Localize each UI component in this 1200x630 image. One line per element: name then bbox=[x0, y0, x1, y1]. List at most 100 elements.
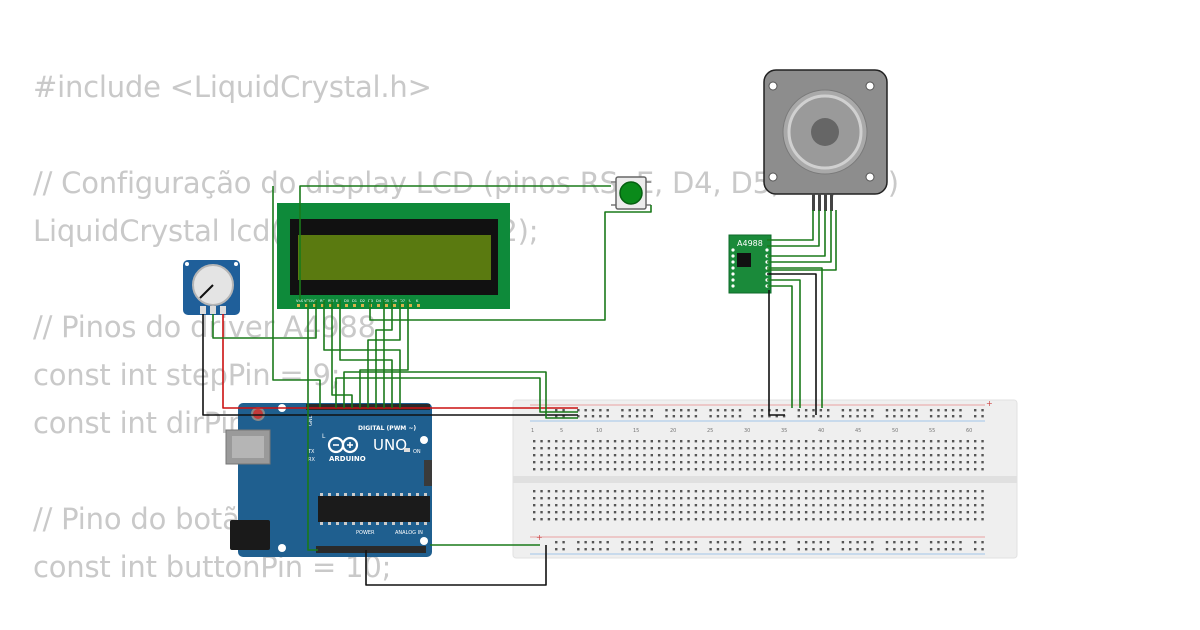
breadboard-hole bbox=[591, 454, 595, 457]
breadboard-hole bbox=[591, 490, 595, 493]
wire-lcd-e[interactable] bbox=[339, 300, 393, 408]
breadboard-hole bbox=[657, 454, 661, 457]
rail-hole bbox=[981, 409, 984, 412]
breadboard-hole bbox=[827, 468, 830, 471]
breadboard-hole bbox=[613, 490, 617, 493]
chip-pin bbox=[416, 493, 419, 496]
wire-lcd-d7[interactable] bbox=[359, 300, 409, 408]
rail-hole bbox=[929, 415, 933, 418]
breadboard-hole bbox=[937, 497, 940, 500]
wire-stepper-a2[interactable] bbox=[767, 210, 820, 247]
breadboard-hole bbox=[885, 504, 889, 507]
breadboard-hole bbox=[540, 518, 543, 521]
wire-stepper-b2[interactable] bbox=[767, 210, 832, 263]
breadboard-hole bbox=[797, 504, 800, 507]
wire-arduino-gnd[interactable] bbox=[365, 545, 547, 586]
breadboard-hole bbox=[922, 511, 925, 514]
rail-hole bbox=[635, 548, 639, 551]
button-cap[interactable] bbox=[619, 181, 643, 205]
wire-pot-vcc[interactable] bbox=[222, 314, 578, 409]
potentiometer[interactable] bbox=[183, 260, 240, 315]
breadboard-hole bbox=[591, 518, 595, 521]
breadboard-hole bbox=[812, 447, 815, 450]
wire-lcd-vss[interactable] bbox=[307, 300, 318, 551]
breadboard-hole bbox=[746, 468, 749, 471]
wire-stepper-b3[interactable] bbox=[767, 210, 837, 271]
chip-pin bbox=[336, 522, 339, 525]
breadboard-hole bbox=[915, 468, 918, 471]
breadboard-hole bbox=[885, 447, 889, 450]
rail-hole bbox=[628, 415, 631, 418]
rail-hole bbox=[665, 415, 668, 418]
breadboard-hole bbox=[724, 454, 727, 457]
pushbutton[interactable] bbox=[611, 176, 651, 210]
breadboard-hole bbox=[540, 504, 543, 507]
wire-driver-vmot-gnd[interactable] bbox=[767, 273, 817, 415]
wire-stepper-b1[interactable] bbox=[767, 210, 826, 257]
wire-button-to-lcd[interactable] bbox=[299, 185, 611, 300]
breadboard-hole bbox=[760, 504, 764, 507]
breadboard-hole bbox=[959, 447, 962, 450]
breadboard-hole bbox=[738, 490, 742, 493]
wire-button-signal[interactable] bbox=[369, 205, 652, 321]
chip-pin bbox=[384, 493, 387, 496]
wire-lcd-d5[interactable] bbox=[375, 300, 393, 408]
wire-lcd-d6[interactable] bbox=[367, 300, 401, 408]
breadboard-hole bbox=[981, 454, 984, 457]
breadboard-hole bbox=[834, 504, 837, 507]
breadboard-hole bbox=[533, 490, 536, 493]
breadboard-hole bbox=[900, 461, 903, 464]
breadboard[interactable]: + + 1 5 10 15 20 25 30 35 40 45 50 55 60 bbox=[512, 399, 1018, 559]
breadboard-hole bbox=[547, 440, 551, 443]
breadboard-hole bbox=[966, 497, 970, 500]
wire-pot-signal[interactable] bbox=[212, 300, 317, 339]
power-jack bbox=[230, 520, 270, 550]
wire-driver-step[interactable] bbox=[767, 279, 801, 408]
rail-hole bbox=[606, 541, 609, 544]
wire-lcd-rs[interactable] bbox=[323, 300, 401, 408]
wire-driver-dir[interactable] bbox=[767, 285, 793, 408]
breadboard-hole bbox=[782, 497, 786, 500]
lcd-pin-label: E bbox=[336, 299, 339, 303]
breadboard-hole bbox=[562, 490, 565, 493]
breadboard-hole bbox=[746, 440, 749, 443]
breadboard-hole bbox=[694, 461, 698, 464]
wire-button-gnd[interactable] bbox=[272, 186, 321, 408]
wire-dir-pin[interactable] bbox=[335, 377, 578, 413]
rail-hole bbox=[893, 548, 896, 551]
wire-driver-gnd[interactable] bbox=[768, 290, 785, 416]
wire-lcd-rw[interactable] bbox=[331, 300, 353, 408]
breadboard-hole bbox=[635, 518, 639, 521]
wire-stepper-a1[interactable] bbox=[767, 210, 814, 241]
stepper-motor[interactable] bbox=[763, 69, 888, 211]
breadboard-hole bbox=[731, 461, 734, 464]
rail-hole bbox=[709, 415, 712, 418]
breadboard-hole bbox=[606, 490, 609, 493]
breadboard-hole bbox=[702, 468, 705, 471]
breadboard-hole bbox=[775, 518, 778, 521]
breadboard-hole bbox=[643, 518, 646, 521]
lcd-pin-label: D6 bbox=[392, 299, 398, 303]
rail-hole bbox=[738, 415, 742, 418]
rail-hole bbox=[694, 541, 698, 544]
breadboard-hole bbox=[702, 504, 705, 507]
breadboard-hole bbox=[621, 440, 624, 443]
lcd-16x2[interactable]: VSS VDD V0 RS RW E D0 D1 D2 D3 D4 D5 D6 … bbox=[277, 203, 510, 309]
reset-button[interactable] bbox=[251, 407, 265, 421]
wire-pot-gnd[interactable] bbox=[202, 314, 578, 416]
breadboard-hole bbox=[863, 454, 867, 457]
arduino-uno-board[interactable]: GND DIGITAL (PWM ~) L UNO ARDUINO TX RX … bbox=[225, 403, 432, 557]
breadboard-hole bbox=[584, 497, 587, 500]
a4988-driver[interactable]: A4988 bbox=[728, 234, 772, 294]
lcd-pin bbox=[305, 304, 308, 307]
breadboard-hole bbox=[635, 440, 639, 443]
rail-hole bbox=[562, 415, 565, 418]
wire-driver-vdd[interactable] bbox=[767, 267, 823, 408]
rail-hole bbox=[937, 541, 940, 544]
breadboard-hole bbox=[974, 440, 977, 443]
wire-step-pin[interactable] bbox=[343, 371, 578, 419]
rail-hole bbox=[974, 409, 977, 412]
breadboard-hole bbox=[672, 461, 676, 464]
breadboard-hole bbox=[819, 447, 823, 450]
